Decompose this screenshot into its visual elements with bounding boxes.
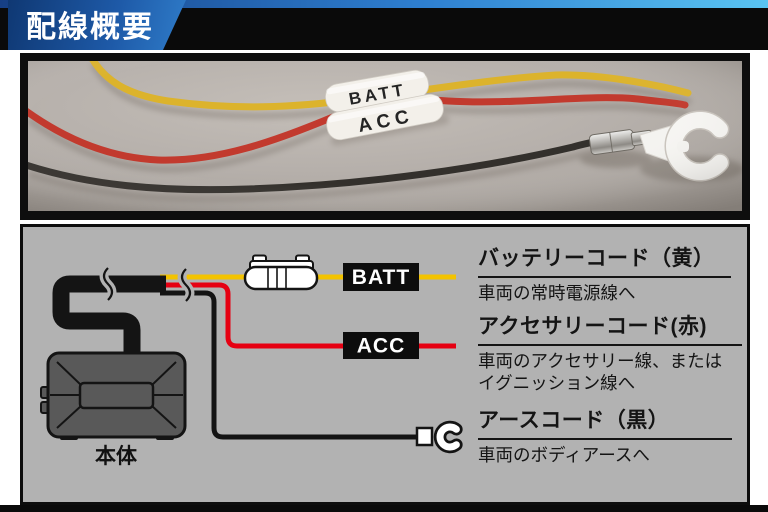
ground-terminal-icon bbox=[415, 420, 463, 454]
wiring-diagram-frame: 本体 BATT ACC bbox=[20, 224, 750, 505]
battery-cord-heading: バッテリーコード（黄） bbox=[478, 247, 715, 270]
break-mark-2 bbox=[177, 265, 195, 305]
ground-wire-line bbox=[160, 290, 420, 440]
accessory-cord-heading: アクセサリーコード(赤) bbox=[478, 315, 707, 338]
wiring-photo: BATT ACC bbox=[28, 61, 742, 211]
banner-gradient-strip bbox=[0, 0, 768, 8]
ground-cord-entry: アースコード（黒） 車両のボディアースへ bbox=[478, 409, 740, 466]
device-screen bbox=[78, 381, 155, 410]
device-unit bbox=[40, 351, 187, 440]
heading-underline bbox=[478, 276, 731, 278]
heading-underline bbox=[478, 344, 742, 346]
battery-cord-description: 車両の常時電源線へ bbox=[478, 283, 636, 303]
photo-vignette bbox=[28, 61, 742, 211]
header-banner: 配線概要 bbox=[0, 0, 768, 50]
battery-cord-entry: バッテリーコード（黄） 車両の常時電源線へ bbox=[478, 247, 740, 304]
main-cable bbox=[52, 275, 166, 360]
page-title: 配線概要 bbox=[26, 11, 154, 44]
bottom-black-bar bbox=[0, 505, 768, 512]
accessory-cord-description-line2: イグニッション線へ bbox=[478, 373, 636, 393]
batt-tag-box bbox=[343, 263, 419, 291]
heading-underline bbox=[478, 438, 732, 440]
ground-cord-heading: アースコード（黒） bbox=[478, 409, 670, 432]
ground-cord-description: 車両のボディアースへ bbox=[478, 445, 650, 465]
acc-tag-label: ACC bbox=[357, 335, 406, 358]
banner-blue-plate: 配線概要 bbox=[8, 0, 186, 50]
accessory-cord-entry: アクセサリーコード(赤) 車両のアクセサリー線、または イグニッション線へ bbox=[478, 315, 742, 394]
accessory-cord-description-line1: 車両のアクセサリー線、または bbox=[478, 351, 723, 371]
wiring-diagram: 本体 BATT ACC bbox=[40, 254, 463, 468]
wiring-photo-frame: BATT ACC bbox=[20, 53, 750, 220]
break-mark-1 bbox=[99, 264, 117, 304]
accessory-wire-line bbox=[160, 282, 456, 349]
acc-tag-box bbox=[343, 332, 419, 359]
batt-tag-label: BATT bbox=[352, 266, 410, 289]
fuse-holder-icon bbox=[243, 254, 319, 291]
device-label: 本体 bbox=[95, 445, 138, 468]
